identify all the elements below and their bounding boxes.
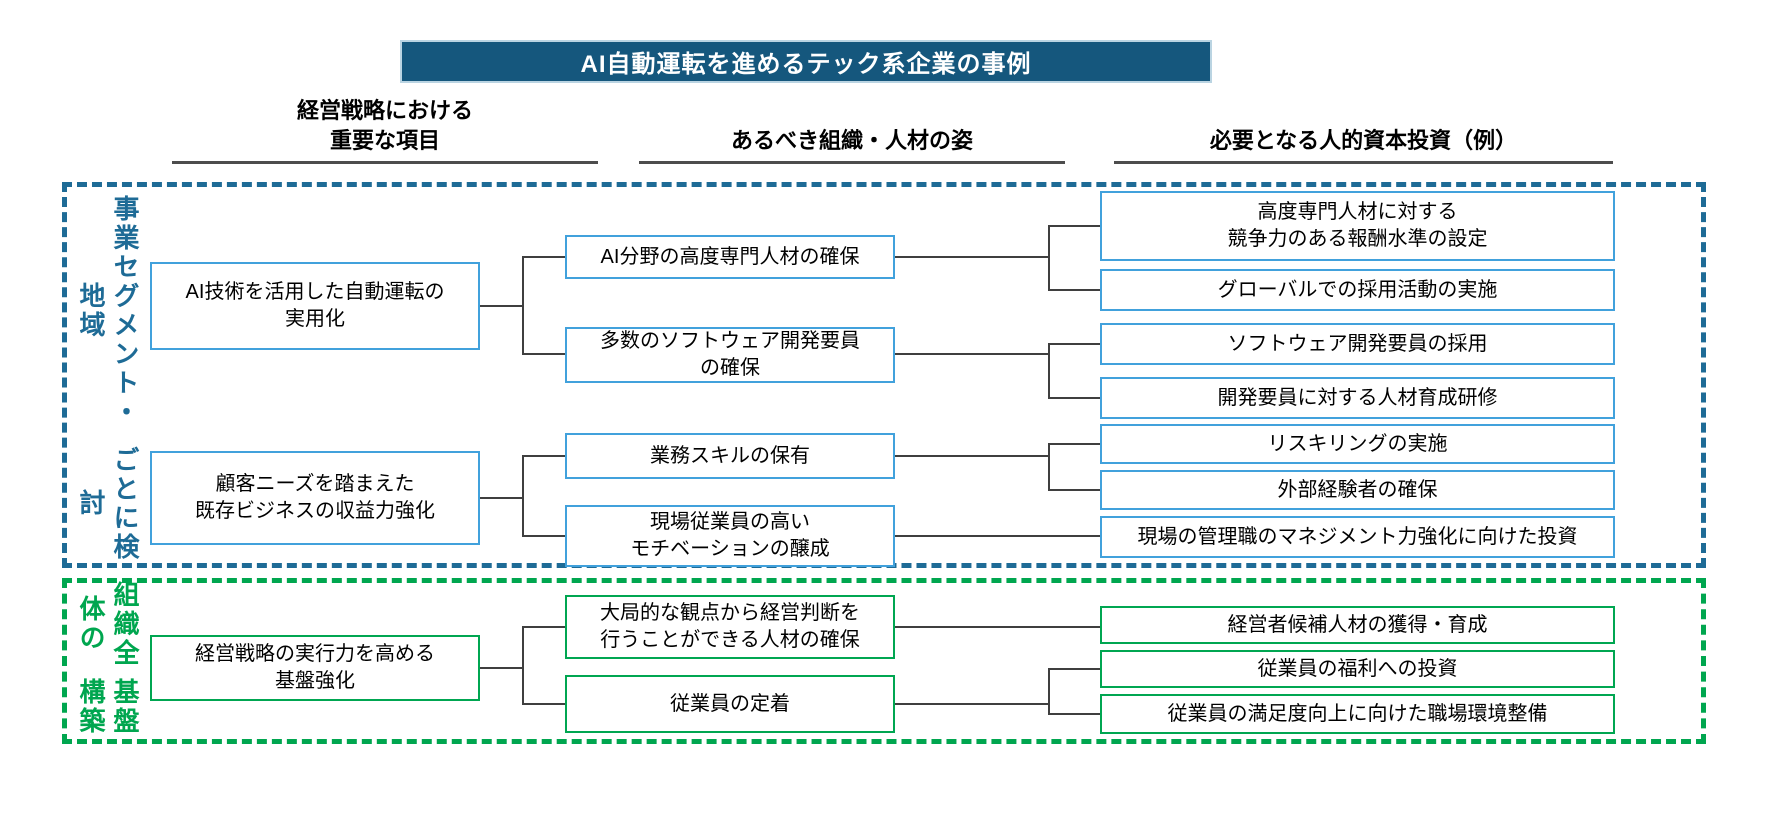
node-text-line: グローバルでの採用活動の実施	[1217, 278, 1498, 301]
column-header-investment: 必要となる人的資本投資（例）	[1114, 90, 1613, 164]
node-invest-executive-pipeline: 経営者候補人材の獲得・育成	[1100, 606, 1615, 644]
node-text-line: 従業員の定着	[670, 692, 790, 715]
connector-line	[522, 256, 524, 355]
node-invest-external-hires: 外部経験者の確保	[1100, 470, 1615, 510]
connector-line	[1048, 343, 1050, 399]
section-business-segment-label-col1: 事業セグメント・地域	[76, 194, 140, 427]
connector-line	[1048, 343, 1100, 345]
node-text-line: 競争力のある報酬水準の設定	[1227, 228, 1488, 250]
connector-line	[522, 353, 565, 355]
connector-line	[522, 256, 565, 258]
node-invest-workplace: 従業員の満足度向上に向けた職場環境整備	[1100, 694, 1615, 734]
connector-line	[1048, 668, 1100, 670]
node-text-line: ソフトウェア開発要員の採用	[1227, 332, 1488, 355]
node-text-line: 開発要員に対する人材育成研修	[1217, 386, 1498, 409]
connector-line	[895, 455, 1048, 457]
connector-line	[1048, 443, 1050, 490]
node-invest-global-recruiting: グローバルでの採用活動の実施	[1100, 269, 1615, 311]
column-header-strategy: 経営戦略における 重要な項目	[172, 90, 598, 164]
node-text-line: 業務スキルの保有	[650, 444, 810, 467]
diagram-title-bar: AI自動運転を進めるテック系企業の事例	[400, 40, 1212, 83]
node-text-line: 経営者候補人材の獲得・育成	[1227, 613, 1488, 636]
node-invest-compensation: 高度専門人材に対する 競争力のある報酬水準の設定	[1100, 191, 1615, 261]
node-org-business-skills: 業務スキルの保有	[565, 433, 895, 479]
connector-line	[1048, 397, 1100, 399]
node-invest-training: 開発要員に対する人材育成研修	[1100, 377, 1615, 419]
connector-line	[895, 626, 1100, 628]
section-organization-foundation-frame	[62, 578, 1706, 744]
node-strategy-existing-business: 顧客ニーズを踏まえた 既存ビジネスの収益力強化	[150, 451, 480, 545]
node-org-executive-judgment: 大局的な観点から経営判断を 行うことができる人材の確保	[565, 595, 895, 659]
connector-line	[480, 305, 522, 307]
node-text-line: 顧客ニーズを踏まえた	[215, 473, 415, 495]
node-invest-sw-recruiting: ソフトウェア開発要員の採用	[1100, 323, 1615, 365]
section-organization-foundation-label-col2: 基盤構築	[76, 678, 140, 737]
node-org-retention: 従業員の定着	[565, 675, 895, 733]
node-text-line: 基盤強化	[275, 670, 355, 692]
connector-line	[1048, 289, 1100, 291]
node-text-line: の確保	[700, 357, 760, 379]
section-organization-foundation-label-col1: 組織全体の	[76, 580, 140, 668]
node-text-line: AI分野の高度専門人材の確保	[600, 245, 860, 268]
connector-line	[480, 497, 522, 499]
node-text-line: AI技術を活用した自動運転の	[185, 281, 445, 303]
section-business-segment-label: 事業セグメント・地域 ごとに検討	[74, 182, 142, 568]
connector-line	[522, 626, 565, 628]
connector-line	[522, 626, 524, 705]
connector-line	[522, 455, 524, 536]
node-text-line: 外部経験者の確保	[1277, 478, 1438, 501]
connector-line	[1048, 225, 1050, 291]
node-text-line: 現場従業員の高い	[650, 511, 810, 533]
node-invest-welfare: 従業員の福利への投資	[1100, 650, 1615, 688]
connector-line	[522, 535, 565, 537]
connector-line	[1048, 713, 1100, 715]
connector-line	[895, 256, 1048, 258]
node-invest-reskilling: リスキリングの実施	[1100, 424, 1615, 464]
column-header-strategy-line1: 経営戦略における	[296, 98, 473, 123]
section-business-segment-label-col2: ごとに検討	[76, 445, 140, 562]
connector-line	[1048, 225, 1100, 227]
node-text-line: 経営戦略の実行力を高める	[195, 643, 435, 665]
section-organization-foundation-label: 組織全体の 基盤構築	[74, 578, 142, 744]
node-text-line: 実用化	[285, 308, 345, 330]
node-text-line: 従業員の福利への投資	[1257, 657, 1458, 680]
node-text-line: 現場の管理職のマネジメント力強化に向けた投資	[1137, 525, 1578, 548]
node-text-line: モチベーションの醸成	[630, 538, 830, 560]
column-header-organization: あるべき組織・人材の姿	[639, 90, 1065, 164]
node-text-line: 既存ビジネスの収益力強化	[195, 500, 435, 522]
connector-line	[522, 703, 565, 705]
connector-line	[522, 455, 565, 457]
diagram-title: AI自動運転を進めるテック系企業の事例	[580, 51, 1032, 78]
node-text-line: 従業員の満足度向上に向けた職場環境整備	[1167, 702, 1548, 725]
connector-line	[480, 667, 522, 669]
column-header-organization-label: あるべき組織・人材の姿	[730, 128, 973, 153]
connector-line	[1048, 668, 1050, 715]
node-text-line: 行うことができる人材の確保	[600, 629, 860, 651]
node-strategy-ai-driving: AI技術を活用した自動運転の 実用化	[150, 262, 480, 350]
column-header-strategy-line2: 重要な項目	[329, 128, 440, 153]
connector-line	[895, 353, 1048, 355]
node-strategy-foundation: 経営戦略の実行力を高める 基盤強化	[150, 635, 480, 701]
node-invest-management-strength: 現場の管理職のマネジメント力強化に向けた投資	[1100, 516, 1615, 558]
node-org-motivation: 現場従業員の高い モチベーションの醸成	[565, 505, 895, 567]
connector-line	[895, 703, 1048, 705]
connector-line	[1048, 489, 1100, 491]
node-text-line: リスキリングの実施	[1267, 432, 1448, 455]
node-org-software-staff: 多数のソフトウェア開発要員 の確保	[565, 327, 895, 383]
node-text-line: 多数のソフトウェア開発要員	[600, 330, 860, 352]
node-org-ai-experts: AI分野の高度専門人材の確保	[565, 235, 895, 279]
node-text-line: 大局的な観点から経営判断を	[600, 602, 860, 624]
column-header-investment-label: 必要となる人的資本投資（例）	[1209, 128, 1518, 153]
connector-line	[1048, 443, 1100, 445]
node-text-line: 高度専門人材に対する	[1257, 201, 1458, 223]
connector-line	[895, 535, 1100, 537]
